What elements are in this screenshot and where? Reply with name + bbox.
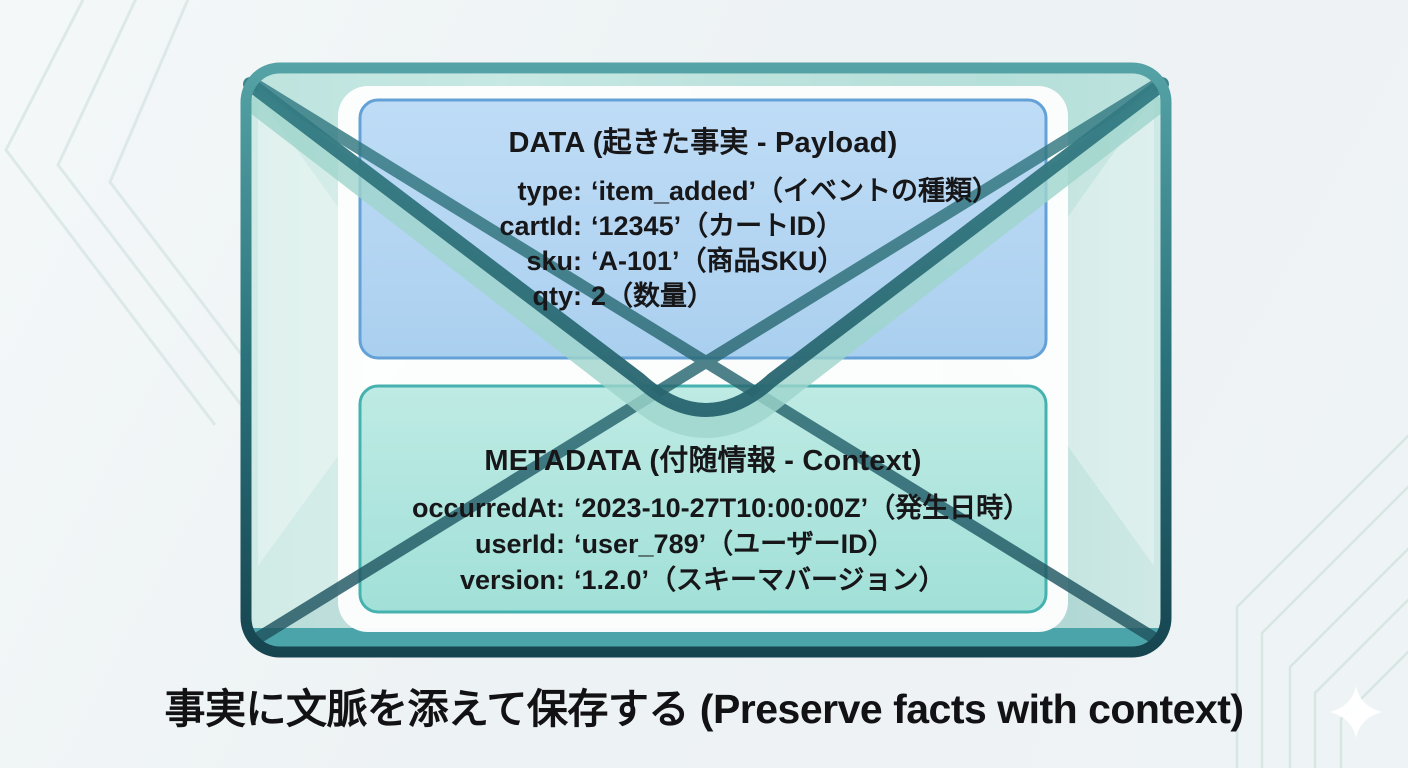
field-key: userId:	[474, 529, 565, 559]
field-note: （カートID）	[681, 211, 844, 241]
field-key: sku:	[526, 246, 582, 276]
field-value: ‘item_added’	[591, 176, 757, 206]
field-key: occurredAt:	[411, 493, 565, 523]
field-value: 2	[591, 281, 607, 311]
field-key: version:	[459, 565, 565, 595]
slide-caption: 事実に文脈を添えて保存する (Preserve facts with conte…	[164, 686, 1244, 732]
envelope-border	[240, 62, 1172, 658]
metadata-panel	[358, 384, 1048, 614]
data-panel-title: DATA (起きた事実 - Payload)	[508, 127, 898, 159]
field-row: qty: 2 （数量）	[360, 279, 1046, 314]
field-value: ‘12345’	[591, 211, 682, 241]
field-row: sku: ‘A-101’ （商品SKU）	[360, 244, 1046, 279]
metadata-panel-fields: occurredAt: ‘2023-10-27T10:00:00Z’ （発生日時…	[360, 490, 1046, 598]
envelope-flap-outline	[243, 77, 1169, 417]
metadata-panel-title: METADATA (付随情報 - Context)	[484, 445, 922, 477]
field-value: ‘1.2.0’	[574, 565, 650, 595]
field-row: type: ‘item_added’ （イベントの種類）	[360, 174, 1046, 209]
field-key: type:	[517, 176, 582, 206]
field-note: （イベントの種類）	[756, 176, 1000, 206]
background-chevrons-right	[1235, 434, 1408, 768]
field-value: ‘user_789’	[574, 529, 707, 559]
envelope-fold-lines	[252, 80, 1160, 644]
field-key: cartId:	[499, 211, 582, 241]
field-row: version: ‘1.2.0’ （スキーマバージョン）	[360, 562, 1046, 598]
field-key: qty:	[532, 281, 583, 311]
field-value: ‘A-101’	[591, 246, 680, 276]
field-row: userId: ‘user_789’ （ユーザーID）	[360, 526, 1046, 562]
data-panel-fields: type: ‘item_added’ （イベントの種類） cartId: ‘12…	[360, 174, 1046, 314]
sparkle-icon	[1330, 686, 1382, 738]
field-note: （発生日時）	[868, 493, 1031, 523]
field-note: （スキーマバージョン）	[649, 565, 946, 595]
field-note: （数量）	[606, 281, 715, 311]
field-value: ‘2023-10-27T10:00:00Z’	[574, 493, 869, 523]
field-note: （商品SKU）	[679, 246, 845, 276]
field-row: occurredAt: ‘2023-10-27T10:00:00Z’ （発生日時…	[360, 490, 1046, 526]
field-note: （ユーザーID）	[706, 529, 895, 559]
envelope-right-flap	[986, 96, 1154, 566]
envelope-flap-halo	[244, 87, 1168, 438]
field-row: cartId: ‘12345’ （カートID）	[360, 209, 1046, 244]
